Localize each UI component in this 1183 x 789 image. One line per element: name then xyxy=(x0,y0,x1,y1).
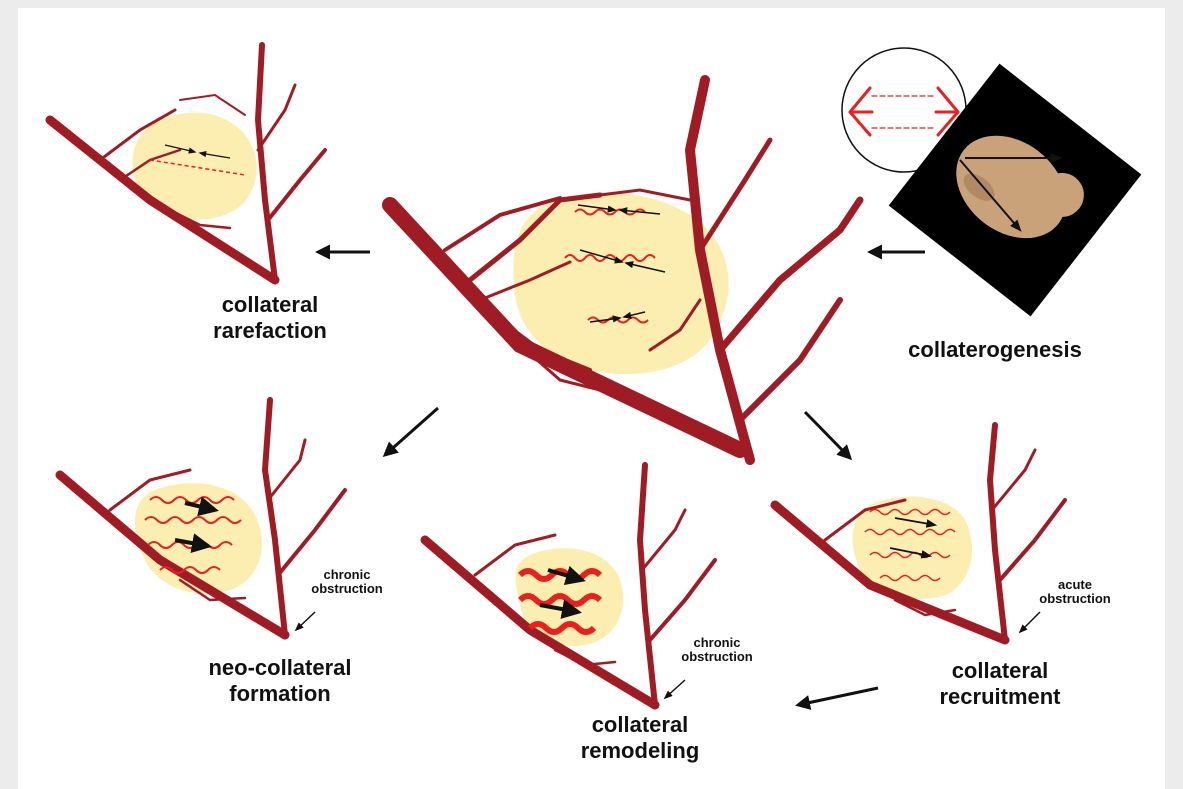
label-line: remodeling xyxy=(540,738,740,764)
label-collaterogenesis: collaterogenesis xyxy=(880,337,1110,363)
label-chronic-obstruction-left: chronic obstruction xyxy=(292,568,402,597)
label-line: collateral xyxy=(170,292,370,318)
neo-collateral-network xyxy=(60,400,345,635)
label-line: obstruction xyxy=(292,582,402,596)
label-line: obstruction xyxy=(662,650,772,664)
label-line: neo-collateral xyxy=(165,655,395,681)
label-line: collaterogenesis xyxy=(880,337,1110,363)
label-line: collateral xyxy=(900,658,1100,684)
obstruction-pointer xyxy=(296,612,315,630)
label-line: collateral xyxy=(540,712,740,738)
label-line: chronic xyxy=(292,568,402,582)
label-line: chronic xyxy=(662,636,772,650)
label-line: formation xyxy=(165,681,395,707)
label-collateral-remodeling: collateral remodeling xyxy=(540,712,740,764)
central-collateral-network xyxy=(390,80,860,460)
label-collateral-recruitment: collateral recruitment xyxy=(900,658,1100,710)
label-line: rarefaction xyxy=(170,318,370,344)
label-collateral-rarefaction: collateral rarefaction xyxy=(170,292,370,344)
arrow-to-recruitment xyxy=(805,412,850,458)
obstruction-pointer xyxy=(1020,612,1040,632)
label-acute-obstruction: acute obstruction xyxy=(1020,578,1130,607)
collaterogenesis-illustration xyxy=(842,48,1141,316)
arrow-to-neo-collateral xyxy=(385,408,438,455)
arrow-to-remodeling xyxy=(798,688,878,705)
recruitment-network xyxy=(775,425,1065,640)
label-line: obstruction xyxy=(1020,592,1130,606)
label-neo-collateral-formation: neo-collateral formation xyxy=(165,655,395,707)
rarefaction-network xyxy=(50,45,325,280)
label-chronic-obstruction-middle: chronic obstruction xyxy=(662,636,772,665)
label-line: acute xyxy=(1020,578,1130,592)
obstruction-pointer xyxy=(665,680,685,698)
label-line: recruitment xyxy=(900,684,1100,710)
remodeling-network xyxy=(425,465,715,705)
